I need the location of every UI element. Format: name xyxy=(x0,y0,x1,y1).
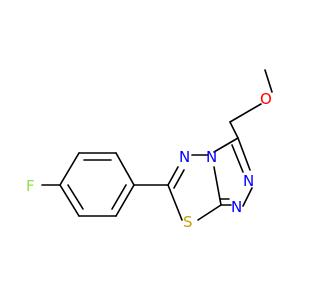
bond-ring-inner-3 xyxy=(67,184,84,210)
oxygen-atom: O xyxy=(260,90,272,108)
bond-ring-4 xyxy=(115,184,135,217)
nitrogen-bridgehead-atom: N xyxy=(206,148,217,166)
bond-bridge-c3 xyxy=(213,137,239,153)
bond-c-n-thiadiazole-double-a xyxy=(167,166,179,186)
bond-c-s-right xyxy=(197,204,222,221)
bond-ring-6 xyxy=(59,184,80,217)
fluorine-atom: F xyxy=(26,177,35,195)
sulfur-atom: S xyxy=(183,213,193,231)
bond-ring-inner-2 xyxy=(111,184,127,210)
bond-ring-3 xyxy=(115,152,135,186)
structure-diagram: F N N N N S O xyxy=(26,69,273,231)
bond-c-n-thiadiazole-double-b xyxy=(173,169,185,189)
nitrogen-thiadiazole-atom: N xyxy=(179,148,190,166)
bond-c3-n-upper-double xyxy=(231,144,244,173)
bond-o-ch3 xyxy=(264,69,273,93)
molecule-canvas: F N N N N S O xyxy=(26,69,273,231)
bond-c3-n-upper xyxy=(237,137,251,171)
methoxymethyl-chain xyxy=(229,69,273,139)
bond-n-n-triazole xyxy=(242,187,253,207)
bond-s-c-left xyxy=(167,184,183,221)
bond-ch2-o xyxy=(229,103,262,123)
bond-ring-1 xyxy=(59,152,80,186)
fluorophenyl-ring xyxy=(41,152,135,217)
triazole-ring xyxy=(213,137,253,207)
bond-c3-ch2 xyxy=(229,121,239,139)
nitrogen-triazole-upper-atom: N xyxy=(243,172,254,190)
nitrogen-triazole-lower-atom: N xyxy=(231,198,242,216)
